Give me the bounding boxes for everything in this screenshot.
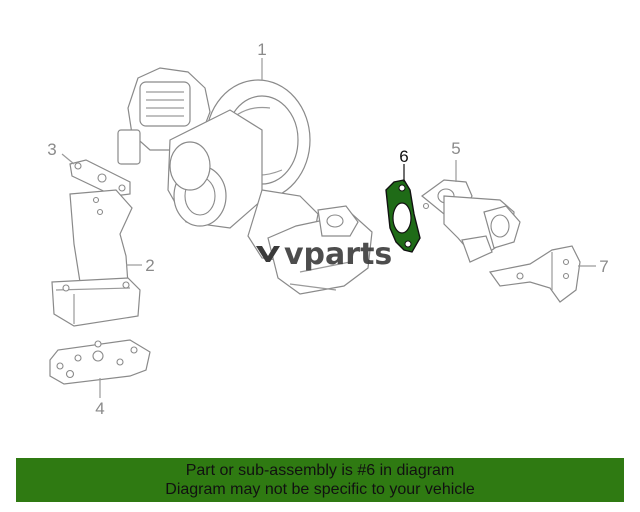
parts-diagram: 1 3 2 4 5 6 7 vparts [47,40,608,418]
callout-1[interactable]: 1 [257,40,266,59]
callout-6[interactable]: 6 [399,147,408,166]
callout-2[interactable]: 2 [145,256,154,275]
watermark-text: vparts [284,237,392,272]
callout-5[interactable]: 5 [451,139,460,158]
part-7-bracket[interactable] [488,245,581,303]
info-banner: Part or sub-assembly is #6 in diagram Di… [16,458,624,502]
leader-lines [61,58,596,398]
callout-4[interactable]: 4 [95,399,104,418]
part-6-gasket-highlighted[interactable] [385,179,421,253]
part-2-bracket[interactable] [51,189,141,327]
part-3-gasket[interactable] [69,159,131,197]
part-4-gasket[interactable] [49,339,151,385]
part-5-elbow[interactable] [421,179,521,263]
callout-7[interactable]: 7 [599,257,608,276]
banner-line-1: Part or sub-assembly is #6 in diagram [185,462,455,479]
callout-3[interactable]: 3 [47,140,56,159]
watermark-logo: vparts [256,237,392,272]
banner-line-2: Diagram may not be specific to your vehi… [165,481,475,498]
part-1-turbocharger[interactable] [117,67,373,295]
